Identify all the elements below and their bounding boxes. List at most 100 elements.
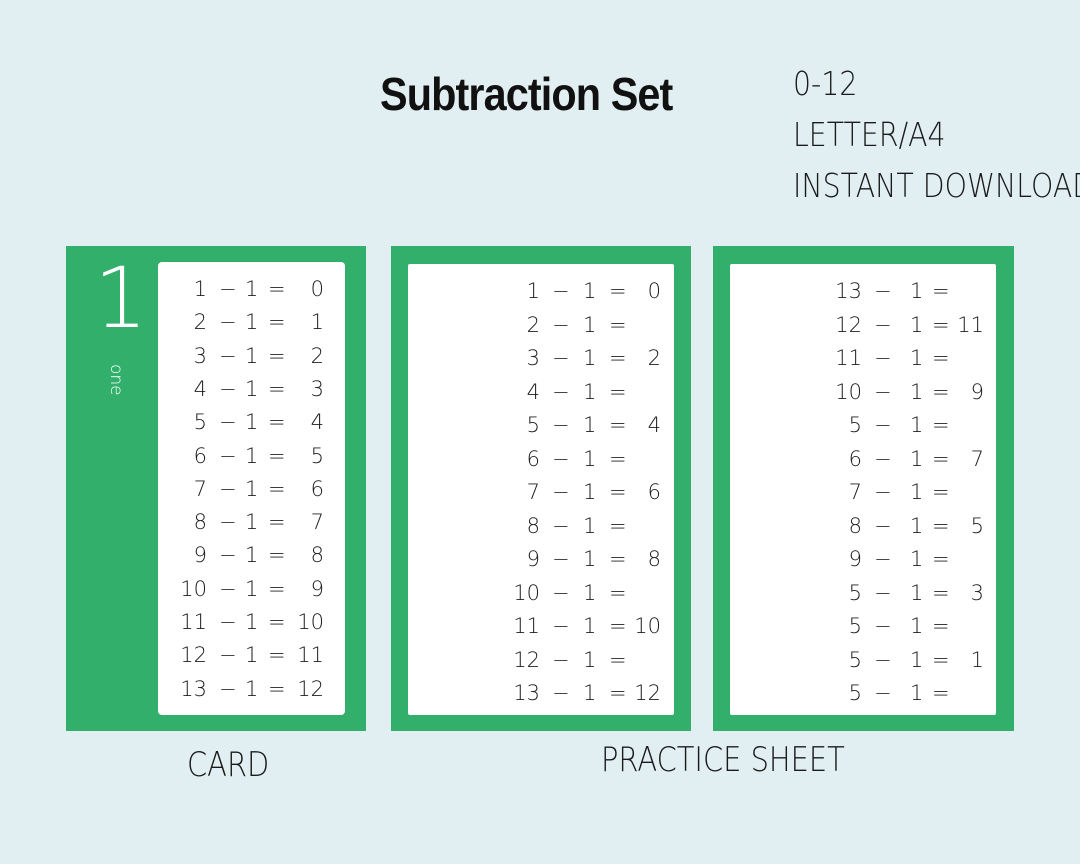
equals-sign: = <box>268 576 286 601</box>
equation-row: 13−1=12 <box>408 681 674 705</box>
minuend: 6 <box>193 443 207 468</box>
minuend: 1 <box>193 277 207 301</box>
minuend: 5 <box>848 614 862 638</box>
minus-sign: − <box>552 647 570 672</box>
subtrahend: 1 <box>583 279 597 303</box>
subtrahend: 1 <box>583 513 597 538</box>
equation-row: 7−1= <box>730 480 996 504</box>
equals-sign: = <box>268 443 286 468</box>
equation-row: 4−1=3 <box>158 377 345 401</box>
equals-sign: = <box>268 676 286 701</box>
equals-sign: = <box>932 647 950 672</box>
subtrahend: 1 <box>245 676 259 701</box>
equals-sign: = <box>932 580 950 605</box>
card-number-word: one <box>106 364 126 396</box>
equals-sign: = <box>932 446 950 471</box>
minuend: 8 <box>193 510 207 535</box>
subtrahend: 1 <box>910 681 924 705</box>
tag-download: INSTANT DOWNLOAD <box>793 166 1080 205</box>
minus-sign: − <box>552 513 570 538</box>
caption-practice-sheet: PRACTICE SHEET <box>601 740 845 780</box>
equals-sign: = <box>268 277 286 301</box>
difference: 5 <box>310 443 324 468</box>
subtrahend: 1 <box>910 379 924 404</box>
minuend: 10 <box>180 576 207 601</box>
equals-sign: = <box>932 279 950 303</box>
subtrahend: 1 <box>583 312 597 337</box>
minuend: 11 <box>180 610 207 634</box>
equals-sign: = <box>932 480 950 504</box>
minuend: 12 <box>180 643 207 668</box>
minus-sign: − <box>552 413 570 437</box>
subtrahend: 1 <box>910 446 924 471</box>
equals-sign: = <box>609 580 627 605</box>
minus-sign: − <box>219 410 237 435</box>
minuend: 4 <box>526 379 540 404</box>
minus-sign: − <box>219 343 237 368</box>
minus-sign: − <box>552 379 570 404</box>
difference: 9 <box>970 379 984 404</box>
equals-sign: = <box>268 343 286 368</box>
subtrahend: 1 <box>583 446 597 471</box>
subtrahend: 1 <box>245 410 259 435</box>
equals-sign: = <box>609 513 627 538</box>
minus-sign: − <box>552 346 570 370</box>
difference: 11 <box>957 312 984 337</box>
equation-row: 1−1=0 <box>158 277 345 301</box>
minuend: 4 <box>193 376 207 401</box>
caption-card: CARD <box>187 745 270 785</box>
minus-sign: − <box>219 676 237 701</box>
equation-row: 5−1=3 <box>730 581 996 605</box>
minuend: 11 <box>513 614 540 638</box>
tag-paper-size: LETTER/A4 <box>793 115 946 154</box>
difference: 2 <box>310 343 324 368</box>
equation-row: 3−1=2 <box>158 344 345 368</box>
subtrahend: 1 <box>910 279 924 303</box>
subtrahend: 1 <box>245 277 259 301</box>
equals-sign: = <box>268 310 286 335</box>
minuend: 10 <box>835 379 862 404</box>
subtrahend: 1 <box>583 647 597 672</box>
minuend: 8 <box>526 513 540 538</box>
equals-sign: = <box>609 446 627 471</box>
equals-sign: = <box>932 681 950 705</box>
equals-sign: = <box>609 480 627 504</box>
minuend: 13 <box>180 676 207 701</box>
subtrahend: 1 <box>910 346 924 370</box>
minus-sign: − <box>874 681 892 705</box>
difference: 0 <box>647 279 661 303</box>
minuend: 9 <box>526 547 540 571</box>
minus-sign: − <box>874 480 892 504</box>
minuend: 13 <box>835 279 862 303</box>
equation-row: 5−1=4 <box>158 410 345 434</box>
difference: 7 <box>310 510 324 535</box>
subtrahend: 1 <box>245 510 259 535</box>
equation-row: 11−1=10 <box>158 610 345 634</box>
minuend: 2 <box>193 310 207 335</box>
equation-row: 9−1=8 <box>158 543 345 567</box>
difference: 8 <box>310 543 324 568</box>
equation-row: 11−1=10 <box>408 614 674 638</box>
equals-sign: = <box>609 614 627 638</box>
equals-sign: = <box>932 312 950 337</box>
equation-row: 6−1= <box>408 447 674 471</box>
minus-sign: − <box>874 547 892 571</box>
equals-sign: = <box>932 413 950 437</box>
minus-sign: − <box>219 576 237 601</box>
equals-sign: = <box>609 379 627 404</box>
minus-sign: − <box>552 681 570 705</box>
minuend: 5 <box>848 413 862 437</box>
equals-sign: = <box>932 614 950 638</box>
equals-sign: = <box>932 346 950 370</box>
equation-row: 8−1=7 <box>158 510 345 534</box>
equals-sign: = <box>609 647 627 672</box>
subtrahend: 1 <box>910 647 924 672</box>
minuend: 5 <box>526 413 540 437</box>
equation-row: 1−1=0 <box>408 279 674 303</box>
minus-sign: − <box>552 547 570 571</box>
equals-sign: = <box>268 610 286 634</box>
difference: 3 <box>970 580 984 605</box>
